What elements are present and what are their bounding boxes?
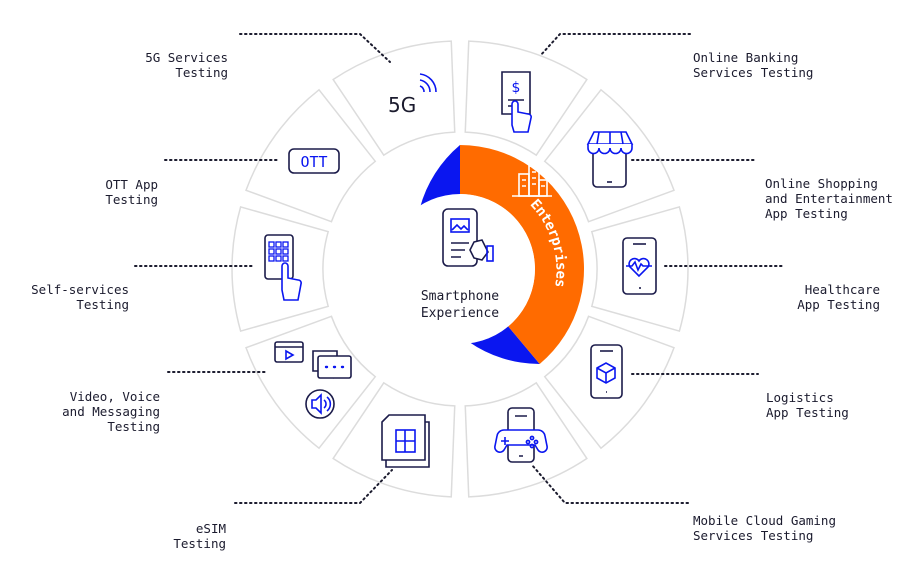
sim-card-icon bbox=[381, 414, 430, 468]
svg-text:5G: 5G bbox=[388, 93, 416, 117]
keypad-phone-icon bbox=[264, 234, 302, 301]
leader-lines bbox=[134, 33, 786, 504]
ring-segment bbox=[332, 381, 456, 498]
healthcare-phone-icon bbox=[622, 237, 657, 295]
outer-segments bbox=[231, 40, 689, 498]
buildings-icon bbox=[512, 165, 552, 197]
ring-segment bbox=[543, 315, 675, 450]
video-chat-icons bbox=[274, 341, 352, 419]
operators-label: Operators bbox=[352, 208, 385, 286]
5g-icon: 5G bbox=[388, 73, 437, 117]
logistics-phone-icon bbox=[590, 344, 623, 399]
cell-tower-icon bbox=[379, 163, 411, 201]
ring-segment bbox=[543, 88, 675, 223]
smartphone-experience-diagram: Operators Enterprises Smartphone Experie… bbox=[134, 33, 786, 504]
gamepad-phone-icon bbox=[494, 407, 548, 463]
ring-segment bbox=[245, 315, 377, 450]
svg-text:$: $ bbox=[512, 80, 521, 96]
ott-icon: OTT bbox=[288, 148, 340, 174]
ring-segment bbox=[231, 205, 330, 333]
center-title-line2: Experience bbox=[421, 306, 499, 321]
center-title-line1: Smartphone bbox=[421, 289, 499, 304]
storefront-phone-icon bbox=[586, 131, 634, 188]
ring-segment bbox=[464, 381, 588, 498]
ring-segment bbox=[332, 40, 456, 157]
ring-segment bbox=[245, 88, 377, 223]
ring-segment bbox=[464, 40, 588, 157]
svg-text:OTT: OTT bbox=[300, 153, 327, 171]
banking-receipt-icon: $ bbox=[501, 71, 532, 133]
enterprises-arc bbox=[460, 145, 585, 364]
ring-segment bbox=[590, 205, 689, 333]
smartphone-hand-icon bbox=[442, 208, 494, 267]
